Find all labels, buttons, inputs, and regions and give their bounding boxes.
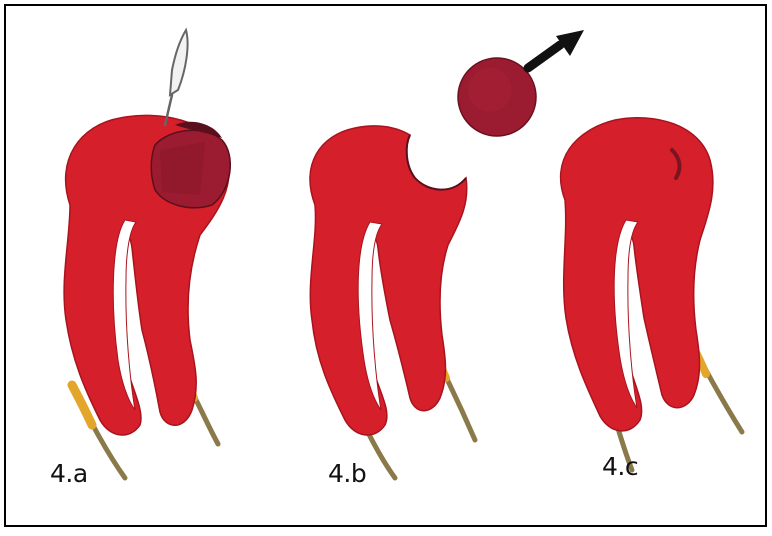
panel-label-a: 4.a <box>50 461 88 486</box>
panel-label-c: 4.c <box>602 454 638 479</box>
panel-label-b: 4.b <box>328 461 366 486</box>
figure-frame <box>4 4 767 527</box>
